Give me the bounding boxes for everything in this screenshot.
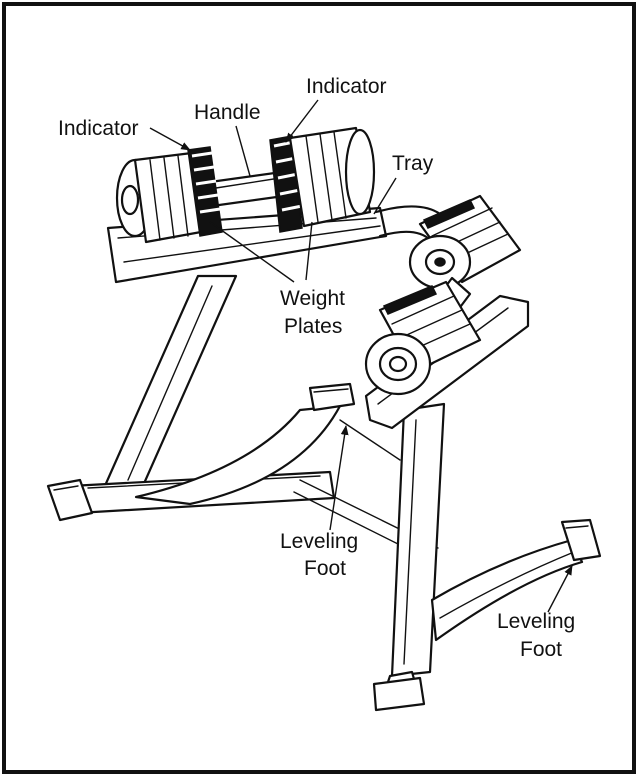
label-weight-plates-2: Plates: [284, 315, 342, 338]
label-weight-plates-1: Weight: [280, 287, 345, 310]
leader-leveling-foot-center: [329, 425, 349, 531]
label-leveling-foot-center-2: Foot: [304, 557, 346, 580]
leader-handle: [235, 125, 251, 177]
label-indicator-left: Indicator: [58, 117, 139, 140]
leader-indicator-right: [285, 99, 319, 143]
label-handle: Handle: [194, 101, 261, 124]
leader-indicator-left: [149, 127, 191, 151]
weight-stack-right: [269, 126, 376, 233]
leader-lines: [149, 99, 573, 613]
leader-weight-plates-a: [209, 221, 295, 283]
label-tray: Tray: [392, 152, 434, 175]
stand-frame: [46, 274, 602, 712]
leader-leveling-foot-right: [547, 565, 573, 613]
label-leveling-foot-center-1: Leveling: [280, 530, 358, 553]
dumbbell-lower: [364, 194, 522, 396]
dumbbell-upper: [115, 126, 376, 244]
label-leveling-foot-right-2: Foot: [520, 638, 562, 661]
leader-weight-plates-b: [305, 221, 313, 281]
leader-tray: [373, 177, 397, 215]
label-leveling-foot-right-1: Leveling: [497, 610, 575, 633]
weight-stack-left: [115, 146, 223, 244]
label-indicator-right: Indicator: [306, 75, 387, 98]
labels: Indicator Handle Indicator Tray Weight P…: [58, 75, 575, 661]
